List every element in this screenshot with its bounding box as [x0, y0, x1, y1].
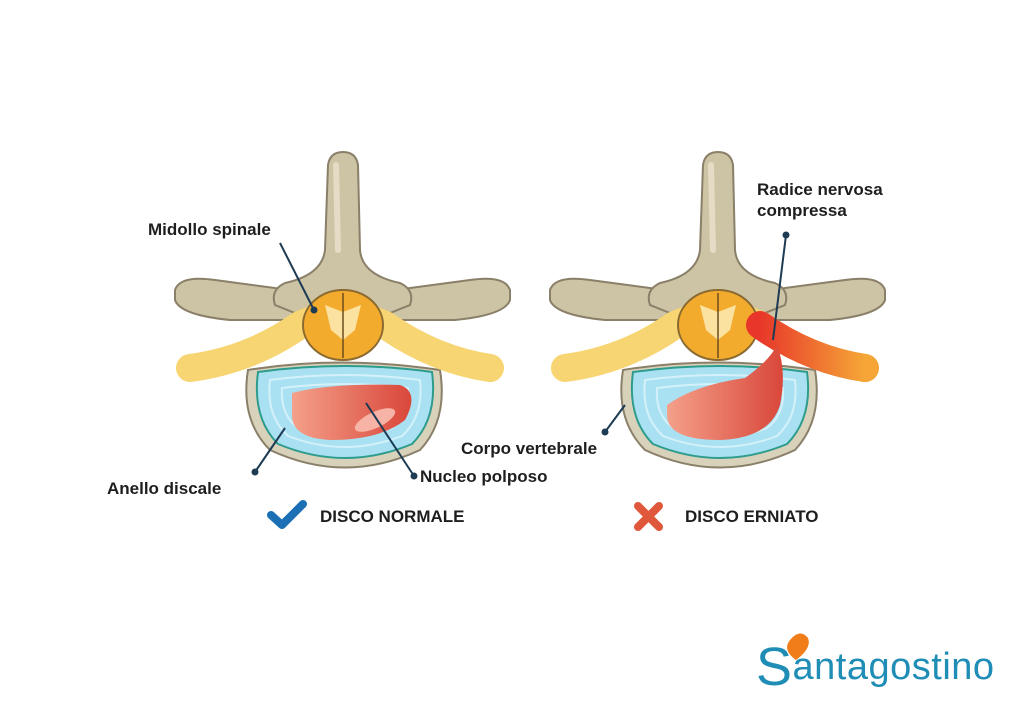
- leader-lines: [251, 231, 790, 480]
- label-corpo-vertebrale: Corpo vertebrale: [461, 439, 598, 458]
- logo-heart-icon: [787, 633, 809, 660]
- label-midollo-spinale: Midollo spinale: [148, 220, 271, 239]
- label-radice-line1: Radice nervosa: [757, 180, 883, 199]
- label-anello-discale: Anello discale: [107, 479, 222, 498]
- label-radice-nervosa: Radice nervosa compressa: [757, 179, 883, 221]
- caption-disco-erniato: DISCO ERNIATO: [685, 507, 819, 526]
- logo-s: S: [756, 637, 793, 697]
- santagostino-logo: Santagostino: [756, 630, 995, 697]
- label-radice-line2: compressa: [757, 201, 847, 220]
- cross-icon: [634, 502, 663, 531]
- caption-disco-normale: DISCO NORMALE: [320, 507, 465, 526]
- herniated-vertebra: [550, 152, 885, 468]
- logo-rest: antagostino: [792, 646, 995, 688]
- label-nucleo-polposo: Nucleo polposo: [420, 467, 548, 486]
- check-icon: [267, 500, 307, 529]
